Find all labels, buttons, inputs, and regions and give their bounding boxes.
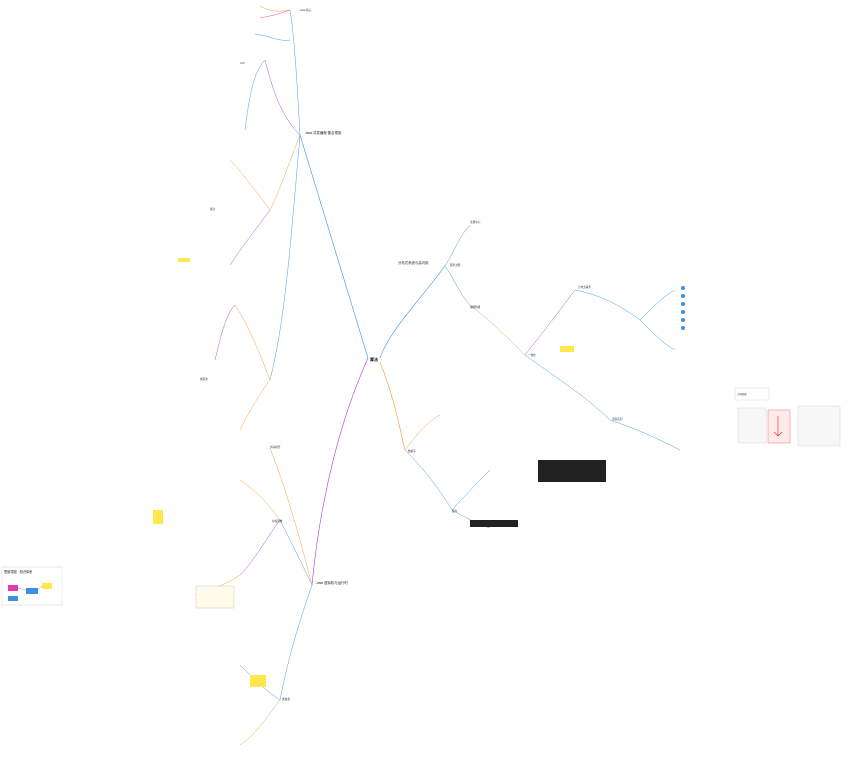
svg-text:JUC: JUC xyxy=(240,61,245,65)
svg-text:内存模型: 内存模型 xyxy=(270,445,281,449)
legend-title: 思维导图 · 知识体系 xyxy=(4,569,32,574)
upper-subtree xyxy=(214,5,301,431)
thumbnail-caption: 大纲视图 xyxy=(737,392,747,396)
branch-labels: Java 并发编程·集合框架 Java 虚拟机与运行时 分布式系统与高可用 xyxy=(305,130,429,585)
svg-text:线程池: 线程池 xyxy=(200,377,208,381)
svg-text:数据库: 数据库 xyxy=(408,449,416,453)
thumbnail-panels[interactable]: 大纲视图 xyxy=(734,387,841,447)
leaf-labels: Java 核心 JUC 集合 线程池 内存模型 垃圾回收 类加载 服务治理 注册… xyxy=(200,8,623,701)
code-blocks xyxy=(470,460,606,527)
svg-text:一致性: 一致性 xyxy=(528,353,536,357)
trunk-edges xyxy=(299,134,446,586)
svg-text:熔断降级: 熔断降级 xyxy=(470,305,481,309)
svg-text:消息队列: 消息队列 xyxy=(612,417,623,421)
svg-text:缓存: 缓存 xyxy=(452,509,458,513)
root-node[interactable]: 算法 xyxy=(370,356,378,362)
svg-text:集合: 集合 xyxy=(210,207,216,211)
branch-lower-label: Java 虚拟机与运行时 xyxy=(316,580,348,585)
svg-text:服务治理: 服务治理 xyxy=(450,263,461,267)
legend-panel[interactable]: 思维导图 · 知识体系 xyxy=(1,566,63,606)
highlight-chips xyxy=(153,258,574,687)
branch-right-label: 分布式系统与高可用 xyxy=(398,260,429,265)
svg-text:Java 核心: Java 核心 xyxy=(300,8,312,12)
root-label: 算法 xyxy=(370,356,378,362)
branch-upper-label: Java 并发编程·集合框架 xyxy=(305,130,342,135)
svg-text:垃圾回收: 垃圾回收 xyxy=(272,519,283,523)
svg-text:注册中心: 注册中心 xyxy=(470,220,481,224)
right-subtree xyxy=(404,224,681,529)
svg-text:分布式事务: 分布式事务 xyxy=(578,285,591,289)
svg-text:类加载: 类加载 xyxy=(282,697,290,701)
status-dots xyxy=(681,286,685,330)
